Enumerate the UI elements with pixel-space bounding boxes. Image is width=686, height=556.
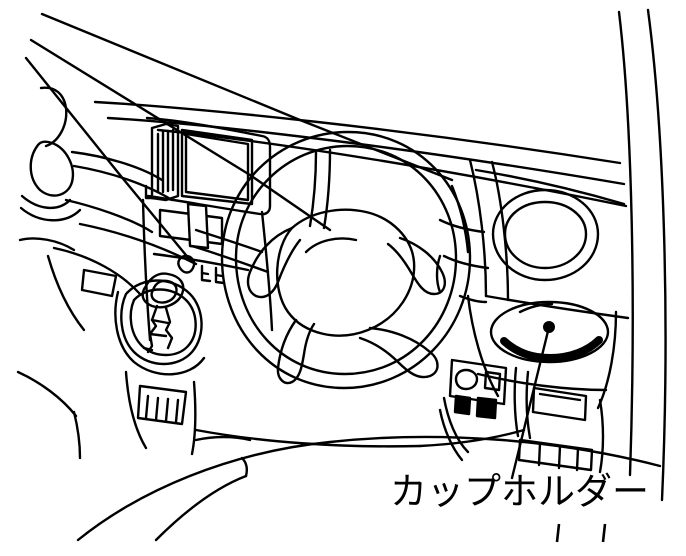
switch-panel (438, 358, 508, 462)
round-air-vent (491, 188, 600, 282)
cup-holder-label: カップホルダー (390, 470, 649, 513)
center-air-vent (144, 122, 180, 202)
cup-holder (466, 294, 618, 410)
ignition-position-marks (177, 254, 226, 285)
a-pillar-right (617, 8, 667, 502)
instrument-cluster-hood (190, 228, 270, 274)
side-mirror (19, 86, 82, 222)
lower-right-trim (513, 366, 605, 474)
lower-dash-edge (194, 428, 526, 448)
inserted-key (141, 272, 185, 354)
door-panel (16, 237, 142, 460)
label-underline-ticks (555, 523, 607, 543)
callout-leader (510, 321, 555, 480)
center-display-screen (180, 128, 254, 206)
dashboard-right-panel (435, 158, 630, 320)
lower-air-vent (124, 370, 197, 456)
dashboard-top-edge (93, 100, 628, 208)
driver-seat (76, 435, 662, 542)
